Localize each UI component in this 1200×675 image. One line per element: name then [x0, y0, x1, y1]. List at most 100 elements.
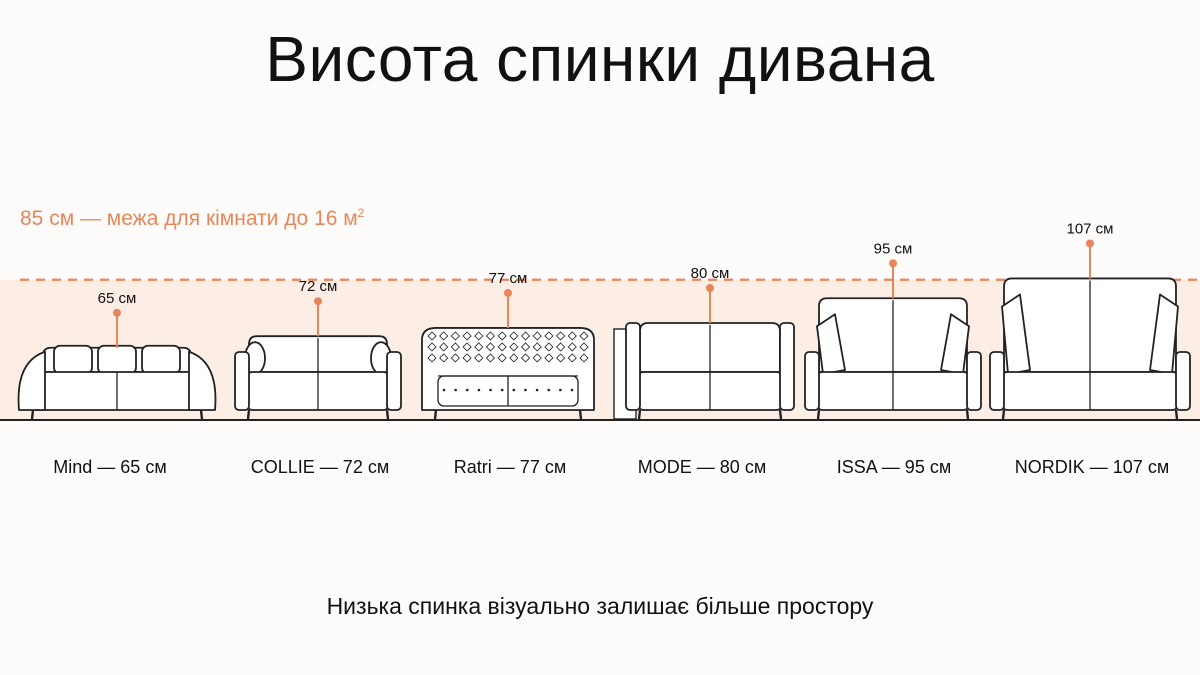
sofa-issa	[804, 297, 982, 420]
sofa-leg	[1174, 409, 1179, 420]
height-marker-dot	[706, 284, 714, 292]
sofa-leg	[385, 409, 390, 420]
tuft-mark	[509, 353, 519, 363]
tuft-mark	[520, 331, 531, 341]
tuft-mark	[474, 353, 484, 363]
tuft-mark	[427, 331, 437, 341]
pillow	[816, 313, 846, 375]
tuft-mark	[520, 353, 531, 363]
tuft-button	[535, 388, 539, 392]
tuft-button	[524, 388, 527, 392]
tuft-mark	[579, 353, 589, 363]
pillow	[53, 344, 93, 375]
tuft-button	[559, 388, 562, 392]
sofa-arm	[188, 350, 217, 411]
tuft-mark	[439, 342, 449, 352]
sofa-label-mind: Mind — 65 см	[53, 457, 167, 477]
pillow	[1001, 293, 1031, 375]
sofa-arm	[386, 351, 402, 411]
sofa-ratri	[421, 327, 595, 420]
tuft-mark	[439, 353, 449, 363]
sofa-mind	[17, 344, 217, 420]
tuft-mark	[520, 342, 531, 352]
tuft-mark	[497, 331, 507, 341]
pillow	[97, 344, 137, 375]
tuft-mark	[439, 331, 449, 341]
tuft-mark	[427, 353, 437, 363]
limit-label: 85 см — межа для кімнати до 16 м2	[20, 206, 364, 231]
tuft-mark	[567, 331, 577, 341]
tuft-mark	[532, 331, 542, 341]
tuft-mark	[579, 342, 589, 352]
pillow	[940, 313, 970, 375]
limit-text: 85 см — межа для кімнати до 16 м	[20, 207, 358, 230]
tuft-mark	[450, 353, 460, 363]
tuft-mark	[462, 353, 472, 363]
tuft-button	[489, 388, 492, 392]
sofa-arm	[625, 322, 641, 411]
tuft-mark	[567, 353, 577, 363]
height-label: 65 см	[98, 290, 137, 307]
sofa-label-ratri: Ratri — 77 см	[453, 457, 567, 477]
height-label: 95 см	[874, 240, 913, 257]
sofa-leg	[965, 409, 970, 420]
tuft-button	[454, 388, 457, 392]
sofa-leg	[578, 409, 583, 420]
height-marker-dot	[889, 259, 897, 268]
sofa-arm	[804, 351, 820, 411]
height-label: 107 см	[1066, 220, 1113, 237]
sofa-arm	[989, 351, 1005, 411]
sofa-arm	[17, 350, 46, 411]
sofa-label-issa: ISSA — 95 см	[836, 457, 952, 477]
tuft-mark	[474, 331, 484, 341]
tuft-button	[512, 388, 516, 392]
sofa-mode	[613, 322, 795, 420]
sofa-arm	[779, 322, 795, 411]
tuft-mark	[485, 342, 496, 352]
tuft-mark	[544, 353, 554, 363]
page-title: Висота спинки дивана	[265, 23, 935, 95]
tuft-mark	[544, 342, 554, 352]
tuft-mark	[450, 342, 460, 352]
tuft-mark	[462, 331, 472, 341]
height-marker-dot	[113, 308, 121, 317]
tuft-mark	[532, 342, 542, 352]
sofa-leg	[1001, 409, 1006, 420]
height-label: 80 см	[691, 265, 730, 282]
sofa-leg	[246, 409, 251, 420]
tuft-mark	[532, 353, 542, 363]
sofa-label-nordik: NORDIK — 107 см	[1014, 457, 1170, 477]
footer-caption: Низька спинка візуально залишає більше п…	[326, 593, 874, 619]
tuft-button	[465, 388, 469, 392]
tuft-mark	[450, 331, 460, 341]
tuft-mark	[509, 331, 519, 341]
tuft-button	[570, 388, 574, 392]
pillow	[141, 344, 181, 375]
tuft-mark	[485, 331, 496, 341]
tuft-button	[442, 388, 446, 392]
tuft-mark	[556, 342, 566, 352]
sofa-leg	[30, 409, 35, 420]
tuft-button	[477, 388, 481, 392]
tuft-mark	[485, 353, 496, 363]
sofa-collie	[234, 335, 402, 420]
height-marker-dot	[1086, 239, 1094, 248]
tuft-mark	[567, 342, 577, 352]
height-marker-dot	[504, 288, 512, 297]
tuft-button	[547, 388, 551, 392]
tuft-mark	[474, 342, 484, 352]
sofa-leg	[778, 409, 783, 420]
tuft-mark	[462, 342, 472, 352]
sofa-leg	[433, 409, 438, 420]
sofa-label-collie: COLLIE — 72 см	[250, 457, 390, 477]
tuft-mark	[497, 353, 507, 363]
tuft-mark	[579, 331, 589, 341]
tuft-mark	[556, 353, 566, 363]
sofa-label-mode: MODE — 80 см	[637, 457, 767, 477]
height-label: 77 см	[489, 270, 528, 287]
limit-sup: 2	[357, 206, 365, 220]
pillow	[1149, 293, 1179, 375]
tuft-mark	[427, 342, 437, 352]
tuft-mark	[556, 331, 566, 341]
